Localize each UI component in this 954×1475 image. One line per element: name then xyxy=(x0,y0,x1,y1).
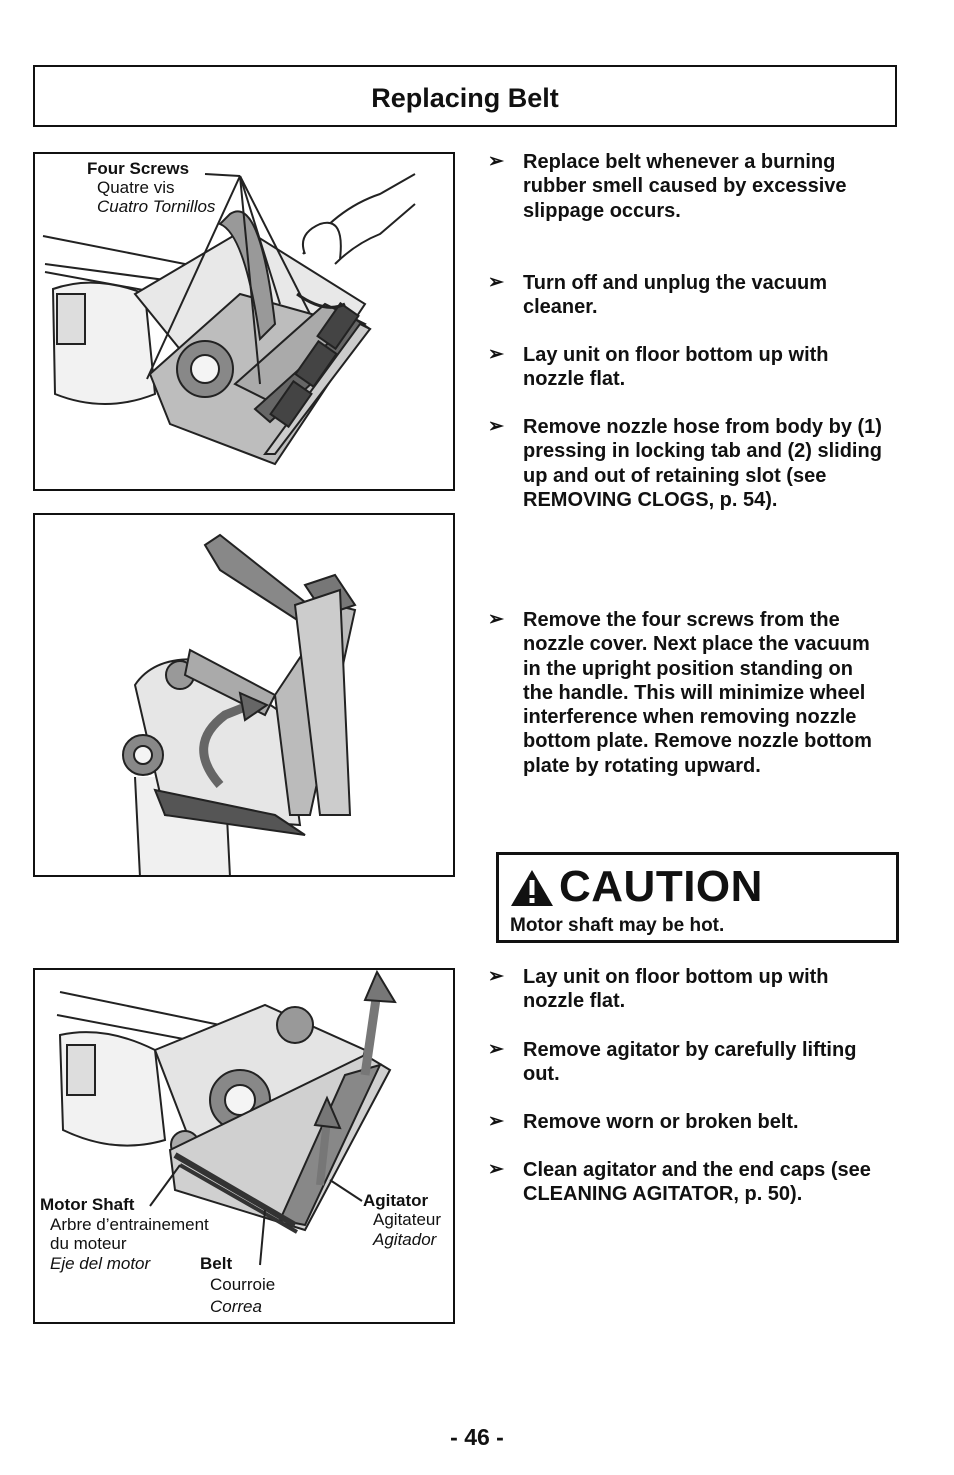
vacuum-upright-illustration xyxy=(122,533,357,875)
step-6: ➢ Lay unit on floor bottom up with nozzl… xyxy=(488,965,888,1014)
step-text: Lay unit on floor bottom up with nozzle … xyxy=(523,344,829,391)
step-text: Replace belt whenever a burning rubber s… xyxy=(523,151,847,222)
page-number: - 46 - xyxy=(450,1424,504,1450)
step-7: ➢ Remove agitator by carefully lifting o… xyxy=(488,1038,888,1087)
label-four-screws: Four Screws xyxy=(87,159,190,178)
step-text: Turn off and unplug the vacuum cleaner. xyxy=(523,272,828,319)
label-quatre-vis: Quatre vis xyxy=(97,178,175,197)
step-1: ➢ Replace belt whenever a burning rubber… xyxy=(488,150,888,223)
label-agitator: Agitator xyxy=(363,1191,429,1210)
arrow-bullet-icon: ➢ xyxy=(488,416,504,437)
arrow-bullet-icon: ➢ xyxy=(488,151,504,172)
arrow-bullet-icon: ➢ xyxy=(488,1039,504,1060)
arrow-bullet-icon: ➢ xyxy=(488,1159,504,1180)
label-courroie: Courroie xyxy=(210,1275,276,1294)
warning-triangle-icon xyxy=(511,870,553,906)
step-8: ➢ Remove worn or broken belt. xyxy=(488,1110,888,1134)
step-text: Remove nozzle hose from body by (1) pres… xyxy=(523,416,882,511)
figure-nozzle-screws: Four Screws Quatre vis Cuatro Tornillos xyxy=(33,152,455,491)
label-belt: Belt xyxy=(200,1254,233,1273)
step-2: ➢ Turn off and unplug the vacuum cleaner… xyxy=(488,271,888,320)
step-4: ➢ Remove nozzle hose from body by (1) pr… xyxy=(488,415,888,512)
caution-heading: CAUTION xyxy=(559,862,763,911)
step-text: Clean agitator and the end caps (see CLE… xyxy=(523,1159,871,1206)
step-text: Remove the four screws from the nozzle c… xyxy=(523,609,872,777)
step-text: Remove agitator by carefully lifting out… xyxy=(523,1039,857,1086)
figure-agitator-belt: Motor Shaft Arbre d’entrainement du mote… xyxy=(33,968,455,1324)
label-du-moteur: du moteur xyxy=(50,1234,127,1253)
label-agitador: Agitador xyxy=(373,1230,437,1249)
section-title-box: Replacing Belt xyxy=(33,65,897,127)
arrow-bullet-icon: ➢ xyxy=(488,966,504,987)
step-text: Lay unit on floor bottom up with nozzle … xyxy=(523,966,829,1013)
label-arbre: Arbre d’entrainement xyxy=(50,1215,209,1234)
caution-box: CAUTION Motor shaft may be hot. xyxy=(496,852,899,943)
step-3: ➢ Lay unit on floor bottom up with nozzl… xyxy=(488,343,888,392)
step-5: ➢ Remove the four screws from the nozzle… xyxy=(488,608,888,778)
caution-message: Motor shaft may be hot. xyxy=(510,915,725,936)
label-cuatro-tornillos: Cuatro Tornillos xyxy=(97,197,216,216)
label-agitateur: Agitateur xyxy=(373,1210,442,1229)
arrow-bullet-icon: ➢ xyxy=(488,272,504,293)
arrow-bullet-icon: ➢ xyxy=(488,609,504,630)
vacuum-agitator-illustration xyxy=(56,970,397,1266)
step-text: Remove worn or broken belt. xyxy=(523,1111,799,1133)
arrow-bullet-icon: ➢ xyxy=(488,1111,504,1132)
figure-upright-plate-removal xyxy=(33,513,455,877)
page-title: Replacing Belt xyxy=(371,83,559,113)
step-9: ➢ Clean agitator and the end caps (see C… xyxy=(488,1158,888,1207)
label-motor-shaft: Motor Shaft xyxy=(40,1195,135,1214)
arrow-bullet-icon: ➢ xyxy=(488,344,504,365)
label-correa: Correa xyxy=(210,1297,262,1316)
label-eje-del-motor: Eje del motor xyxy=(50,1254,151,1273)
vacuum-bottom-illustration xyxy=(42,173,416,466)
